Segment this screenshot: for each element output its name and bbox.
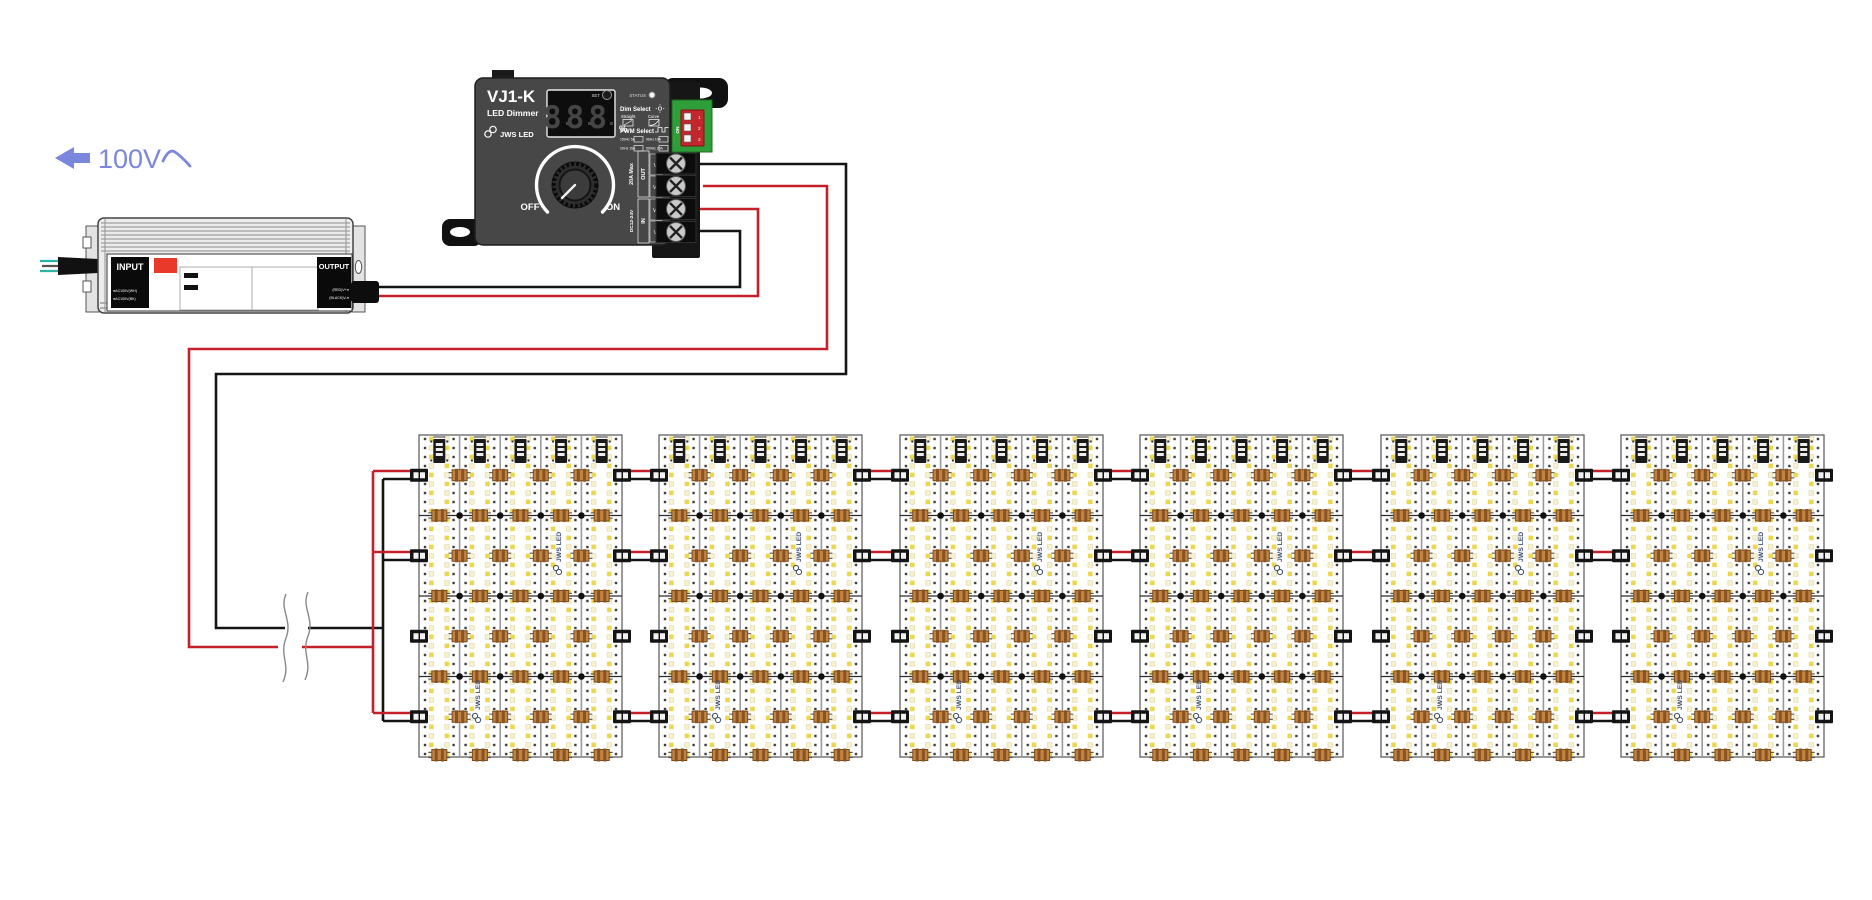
terminal-out-vplus[interactable] (655, 175, 697, 197)
dimmer-brand: JWS LED (500, 130, 534, 139)
led-dimmer: VJ1-K LED Dimmer JWS LED 888 % SET STATU… (442, 70, 728, 258)
brand-logo-icon (484, 125, 497, 138)
psu-output-sub2: (BLACK)V-● (329, 296, 349, 300)
status-label: STATUS (629, 93, 646, 98)
pwm-option-1: 150Hz 5A (620, 138, 636, 142)
dim-sun-icon (655, 104, 665, 113)
pwm-switch-4[interactable] (658, 145, 669, 152)
pwm-select-label: PWM Select (620, 129, 654, 135)
dip-on-label: ON (675, 126, 680, 134)
dimmer-type-label: LED Dimmer (487, 108, 539, 118)
screw-terminals[interactable] (655, 152, 697, 243)
dip-number-3: 3 (698, 137, 701, 142)
knob-on-label: ON (606, 202, 620, 213)
in-label: IN (641, 218, 647, 224)
psu-input-block (111, 257, 149, 308)
psu-output-block (317, 257, 351, 308)
status-led (648, 91, 656, 99)
terminal-in-vplus[interactable] (655, 198, 697, 220)
led-panel-6 (1612, 435, 1833, 762)
pwm-switch-2[interactable] (658, 136, 669, 143)
dim-option-icons[interactable] (622, 119, 660, 127)
psu-output-label: OUTPUT (319, 262, 350, 271)
pwm-option-4: 500Hz 20A (646, 147, 664, 151)
left-arrow-icon (55, 147, 90, 169)
psu-input-cable (40, 257, 98, 275)
knob-off-label: OFF (521, 202, 540, 213)
led-panel-3 (891, 435, 1112, 762)
dimmer-knob[interactable] (551, 161, 599, 209)
dip-number-1: 1 (698, 115, 701, 120)
led-panel-1 (410, 435, 631, 762)
psu-mount-hole (354, 260, 363, 274)
he-kana-glyph (161, 149, 192, 168)
out-current-label: 20A Max (629, 163, 635, 185)
dim-option-curve: Curve (648, 114, 660, 119)
knob-scale-arc (534, 144, 616, 214)
psu-heatsink-fins (101, 222, 350, 252)
pwm-waveform-icon (655, 127, 669, 133)
psu-output-sub1: (RED)V+● (332, 288, 349, 292)
knob-pointer (560, 183, 577, 200)
dip-switch[interactable]: ON 1 2 3 (671, 99, 713, 153)
led-panel-2 (650, 435, 871, 762)
dim-select-label: Dim Select (620, 107, 651, 113)
in-voltage-label: DC12-24V (629, 209, 635, 232)
set-button[interactable] (602, 90, 612, 100)
power-supply: INPUT ●AC100V(WH) ●AC100V(BK) OUTPUT (RE… (40, 217, 379, 314)
out-label: OUT (641, 168, 647, 180)
mains-voltage-text: 100V (98, 144, 161, 174)
psu-warning-sticker (154, 258, 177, 273)
display-value: 888 (543, 100, 611, 136)
set-label: SET (591, 93, 600, 98)
dim-option-straight: Straight (621, 114, 636, 119)
dimmer-ear-bottom-left (442, 219, 482, 246)
psu-input-sub2: ●AC100V(BK) (113, 297, 136, 301)
pwm-switch-1[interactable] (633, 136, 644, 143)
pwm-option-3: 2KHz 15A (620, 147, 636, 151)
psu-input-label: INPUT (117, 262, 145, 272)
psu-spec-box (179, 266, 319, 311)
psu-output-cable (351, 281, 379, 303)
dimmer-display (546, 89, 616, 138)
dimmer-model: VJ1-K (487, 87, 536, 106)
led-panel-4 (1131, 435, 1352, 762)
terminal-in-vminus[interactable] (655, 221, 697, 243)
cable-break-symbol (282, 591, 311, 683)
led-panel-5 (1372, 435, 1593, 762)
dip-number-2: 2 (698, 126, 701, 131)
pwm-option-2: 96Hz 10A (646, 138, 662, 142)
mains-label: 100V (55, 144, 192, 174)
display-unit: % (619, 124, 628, 135)
terminal-out-vminus[interactable] (655, 152, 697, 175)
psu-input-sub1: ●AC100V(WH) (113, 289, 137, 293)
